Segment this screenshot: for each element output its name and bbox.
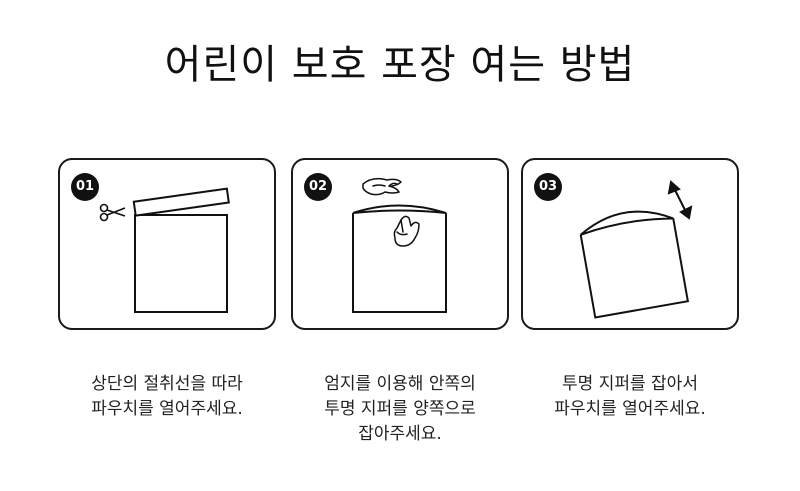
pouch-body	[352, 213, 447, 313]
step-1-badge: 01	[71, 173, 99, 201]
pouch-opening	[580, 210, 674, 236]
hand-icon	[393, 215, 420, 247]
step-3-badge: 03	[534, 173, 562, 201]
pouch-body	[134, 214, 228, 313]
hand-icon	[362, 177, 402, 196]
step-1-panel: 01	[58, 158, 276, 330]
caption-line: 상단의 절취선을 따라	[91, 374, 243, 394]
step-2-caption: 엄지를 이용해 안쪽의 투명 지퍼를 양쪽으로 잡아주세요.	[280, 372, 520, 447]
page-title: 어린이 보호 포장 여는 방법	[164, 42, 636, 88]
caption-line: 잡아주세요.	[358, 424, 442, 444]
step-2-badge: 02	[304, 173, 332, 201]
caption-line: 엄지를 이용해 안쪽의	[324, 374, 476, 394]
step-2-illustration	[352, 177, 447, 313]
caption-line: 파우치를 열어주세요.	[91, 399, 243, 419]
step-3-panel: 03	[521, 158, 739, 330]
scissors-icon	[99, 203, 126, 222]
caption-line: 투명 지퍼를 양쪽으로	[324, 399, 476, 419]
double-arrow-icon	[667, 180, 693, 220]
pouch-opening	[352, 204, 447, 214]
caption-line: 파우치를 열어주세요.	[554, 399, 706, 419]
step-1-caption: 상단의 절취선을 따라 파우치를 열어주세요.	[47, 372, 287, 422]
pouch-body	[579, 218, 690, 319]
step-2-panel: 02	[291, 158, 509, 330]
step-3-caption: 투명 지퍼를 잡아서 파우치를 열어주세요.	[510, 372, 750, 422]
step-1-illustration	[99, 187, 230, 313]
step-3-illustration	[579, 180, 693, 319]
caption-line: 투명 지퍼를 잡아서	[562, 374, 698, 394]
cut-strip	[132, 187, 230, 217]
